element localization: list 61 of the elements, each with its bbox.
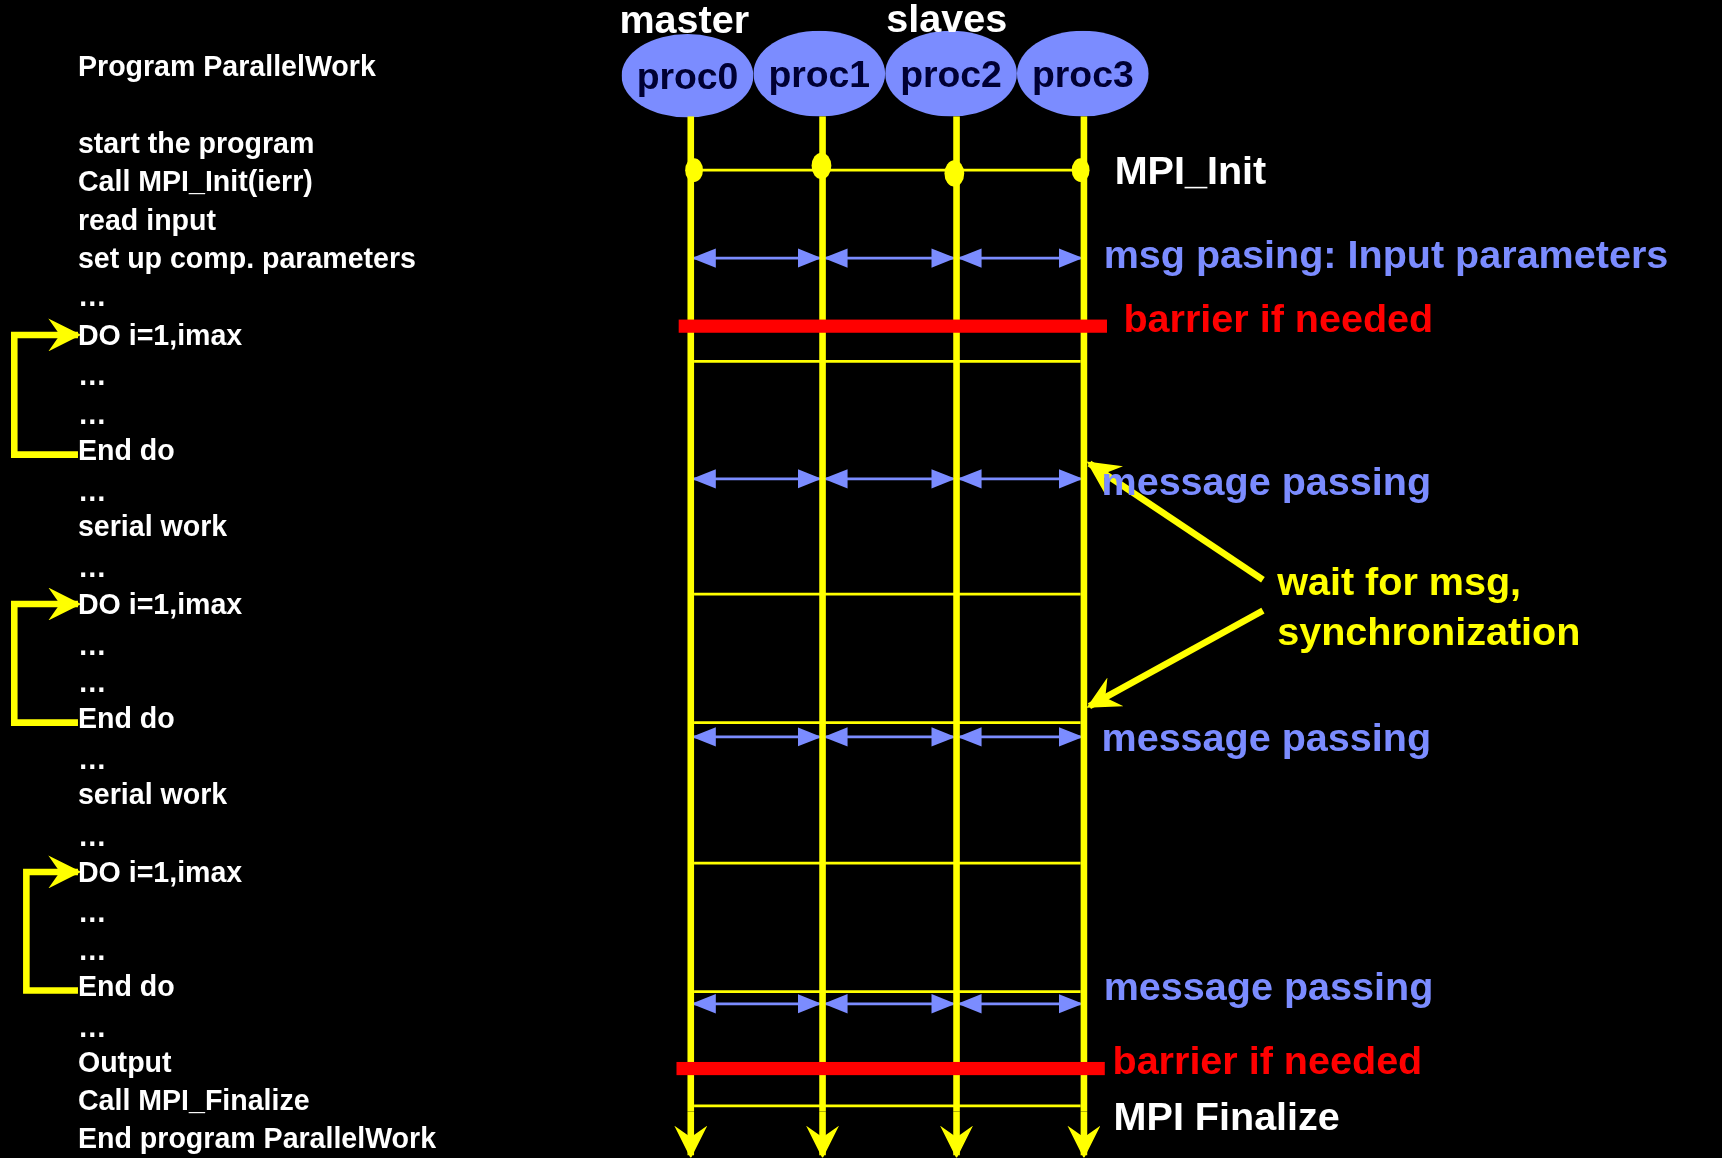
- code-line: …: [77, 820, 107, 852]
- loop-arrow: [23, 855, 82, 994]
- timeline-arrow: [674, 1111, 708, 1158]
- message-arrow: [823, 994, 956, 1014]
- code-line: …: [77, 475, 107, 507]
- sync-line: [694, 861, 1081, 865]
- annotation: wait for msg, synchronization: [1262, 555, 1626, 657]
- process-ellipse: proc1: [753, 30, 886, 117]
- process-timeline: [953, 116, 960, 1112]
- code-line: DO i=1,imax: [77, 587, 265, 621]
- process-ellipse: proc3: [1016, 30, 1149, 117]
- code-line: …: [77, 1011, 107, 1043]
- code-line: …: [77, 281, 107, 313]
- loop-arrow: [11, 587, 82, 726]
- sync-line: [694, 1104, 1081, 1108]
- timeline-arrow: [940, 1111, 973, 1158]
- sync-line: [694, 990, 1081, 994]
- message-arrow: [823, 469, 956, 489]
- message-arrow: [823, 727, 956, 747]
- loop-arrow: [11, 318, 82, 458]
- code-line: serial work: [77, 778, 228, 810]
- annotation: message passing: [1103, 965, 1434, 1009]
- process-timeline: [687, 116, 695, 1112]
- process-timeline: [819, 116, 826, 1112]
- code-line: read input: [77, 204, 216, 236]
- code-line: serial work: [77, 510, 228, 542]
- code-line: …: [77, 934, 107, 966]
- sync-line: [694, 592, 1081, 596]
- sync-line: [694, 721, 1081, 724]
- sync-line: [694, 359, 1081, 363]
- code-line: End program ParallelWork: [77, 1122, 437, 1154]
- timeline-arrow: [1067, 1111, 1101, 1158]
- code-line: End do: [77, 433, 188, 467]
- annotation: msg pasing: Input parameters: [1103, 232, 1669, 277]
- code-line: End do: [77, 701, 188, 735]
- code-line: …: [77, 666, 107, 698]
- code-line: …: [77, 897, 107, 929]
- code-line: start the program: [77, 127, 315, 159]
- code-line: …: [77, 551, 107, 583]
- code-line: End do: [77, 969, 188, 1003]
- timeline-arrow: [806, 1111, 839, 1158]
- code-line: Program ParallelWork: [77, 50, 376, 82]
- code-line: …: [77, 629, 107, 661]
- message-arrow: [823, 248, 956, 268]
- code-line: …: [77, 398, 107, 430]
- leader-arrow: [1086, 607, 1265, 710]
- code-line: DO i=1,imax: [77, 855, 265, 889]
- annotation: barrier if needed: [1112, 1037, 1423, 1084]
- code-line: …: [77, 360, 107, 392]
- annotation: MPI Finalize: [1113, 1095, 1340, 1139]
- annotation: barrier if needed: [1123, 295, 1434, 342]
- process-timeline: [1080, 116, 1088, 1112]
- role-label: master: [619, 0, 750, 43]
- code-line: Call MPI_Finalize: [77, 1084, 310, 1117]
- code-line: …: [77, 743, 107, 775]
- code-line: DO i=1,imax: [77, 318, 265, 352]
- code-line: Call MPI_Init(ierr): [77, 165, 313, 198]
- code-line: Output: [77, 1046, 172, 1078]
- annotation: MPI_Init: [1114, 149, 1267, 193]
- code-line: set up comp. parameters: [77, 242, 416, 274]
- annotation: message passing: [1101, 716, 1432, 760]
